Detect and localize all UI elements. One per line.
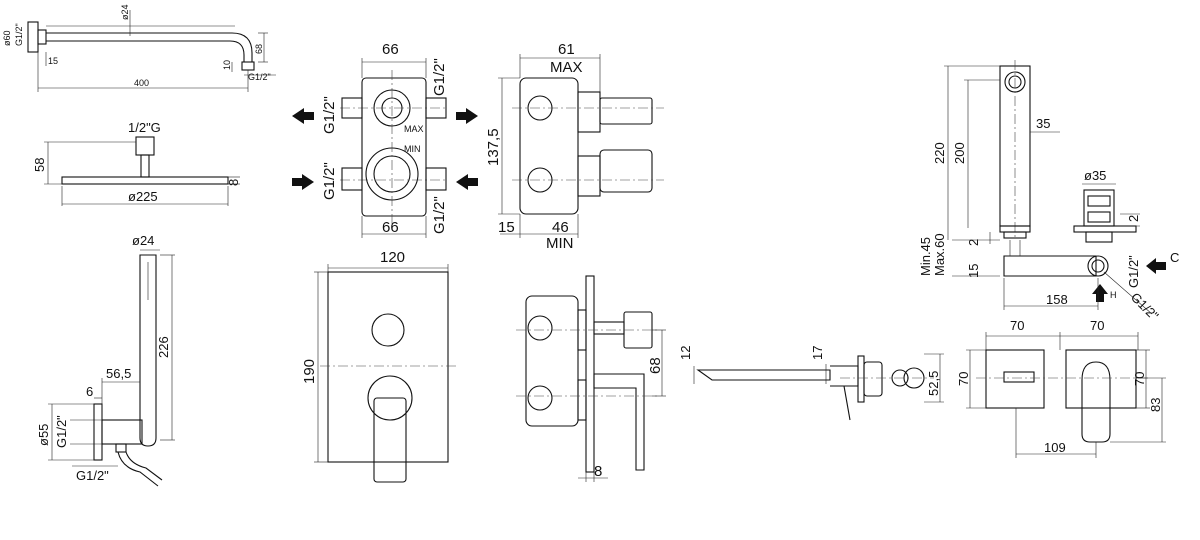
- box-thread-top-right-label: G1/2": [431, 58, 448, 96]
- side-depth-max-label: 61: [558, 41, 575, 58]
- box-thread-bottom-right-label: G1/2": [431, 196, 448, 234]
- basin-spout-width-label: 35: [1036, 116, 1050, 131]
- basin-depth-label: 158: [1046, 292, 1068, 307]
- box-thread-left-bottom-label: G1/2": [321, 162, 338, 200]
- basin-cold-label: C: [1170, 250, 1179, 265]
- box-max-mark: MAX: [404, 124, 424, 134]
- box-width-bottom-label: 66: [382, 219, 399, 236]
- plate-width-label: 120: [380, 249, 405, 266]
- basin-gap-top-label: 2: [1126, 215, 1141, 222]
- shower-head-view: 1/2"G 58 8 ø225: [32, 120, 241, 206]
- side-height-label: 137,5: [485, 128, 502, 166]
- basin-rosette-diameter-label: ø35: [1084, 168, 1106, 183]
- arm-flange-diameter-label: ø60: [2, 30, 12, 46]
- basin-wall-max-label: Max.60: [932, 233, 947, 276]
- outlet-arrow-left-icon: [292, 108, 314, 124]
- basin-plates-front-view: 70 70 70 70 83 109: [956, 318, 1166, 458]
- head-diameter-label: ø225: [128, 189, 158, 204]
- hand-thread-hose-label: G1/2": [76, 468, 109, 483]
- concealed-box-side-view: 61 MAX 137,5 15 46 MIN: [485, 41, 664, 252]
- box-min-mark: MIN: [404, 144, 421, 154]
- arm-wall-offset-label: 15: [48, 56, 58, 66]
- basin-plate-width-right-label: 70: [1090, 318, 1104, 333]
- side-max-label: MAX: [550, 59, 583, 76]
- mixer-side-view: 68 8: [516, 275, 666, 482]
- cover-plate-front-view: 120 190: [301, 249, 456, 483]
- head-thickness-label: 8: [226, 179, 241, 186]
- hand-wall-gap-label: 6: [86, 384, 93, 399]
- hand-handle-diameter-label: ø24: [132, 233, 154, 248]
- mixer-offset-label: 68: [647, 357, 664, 374]
- shower-arm-view: ø24 ø60 G1/2" 15 400 68 10 G1/2": [2, 4, 276, 92]
- arm-drop-label: 68: [254, 44, 264, 54]
- hot-inlet-arrow-icon: [1092, 284, 1108, 302]
- mixer-plate-label: 8: [594, 463, 602, 480]
- arm-thread-label: G1/2": [14, 23, 24, 46]
- basin-spacing-label: 109: [1044, 440, 1066, 455]
- basin-wall-min-label: Min.45: [918, 237, 933, 276]
- outlet-arrow-right-icon: [456, 108, 478, 124]
- box-thread-left-top-label: G1/2": [321, 96, 338, 134]
- head-height-label: 58: [32, 158, 47, 172]
- spout-body-thickness-label: 17: [810, 346, 825, 360]
- basin-body-label: 15: [966, 264, 981, 278]
- arm-outlet-thread-label: G1/2": [248, 72, 271, 82]
- basin-plate-width-left-label: 70: [1010, 318, 1024, 333]
- hand-length-label: 226: [156, 336, 171, 358]
- side-depth-min-label: 46: [552, 219, 569, 236]
- spout-height-label: 52,5: [926, 371, 941, 396]
- concealed-box-front-view: 66 MAX MIN G1/2" G1/2" G1/2" G1/2" 66: [292, 41, 478, 238]
- basin-mixer-side-view: 220 200 35 2 Min.45 Max.60 15 ø35 2 G1/2…: [918, 60, 1179, 324]
- basin-gap-bottom-label: 2: [966, 239, 981, 246]
- inlet-arrow-right-icon: [292, 174, 314, 190]
- basin-spout-height-label: 200: [952, 142, 967, 164]
- arm-thread-gap-label: 10: [222, 60, 232, 70]
- hand-flange-diameter-label: ø55: [36, 424, 51, 446]
- arm-pipe-diameter-label: ø24: [120, 4, 130, 20]
- cold-inlet-arrow-icon: [1146, 258, 1166, 274]
- hand-shower-view: ø24 226 56,5 6 ø55 G1/2" G1/2": [36, 233, 175, 487]
- basin-thread-hot-label: G1/2": [1128, 290, 1162, 324]
- hand-thread-wall-label: G1/2": [54, 415, 69, 448]
- basin-handle-height-label: 83: [1148, 398, 1163, 412]
- hand-reach-label: 56,5: [106, 366, 131, 381]
- basin-thread-cold-label: G1/2": [1126, 255, 1141, 288]
- basin-total-height-label: 220: [932, 142, 947, 164]
- basin-plate-height-right-label: 70: [1132, 372, 1147, 386]
- inlet-arrow-left-icon: [456, 174, 478, 190]
- side-offset-label: 15: [498, 219, 515, 236]
- arm-length-label: 400: [134, 78, 149, 88]
- plate-height-label: 190: [301, 359, 318, 384]
- spout-side-view: 12 17 52,5: [678, 346, 944, 421]
- basin-plate-height-left-label: 70: [956, 372, 971, 386]
- spout-tip-thickness-label: 12: [678, 346, 693, 360]
- box-width-top-label: 66: [382, 41, 399, 58]
- head-thread-label: 1/2"G: [128, 120, 161, 135]
- basin-hot-label: H: [1110, 290, 1117, 300]
- side-min-label: MIN: [546, 235, 574, 252]
